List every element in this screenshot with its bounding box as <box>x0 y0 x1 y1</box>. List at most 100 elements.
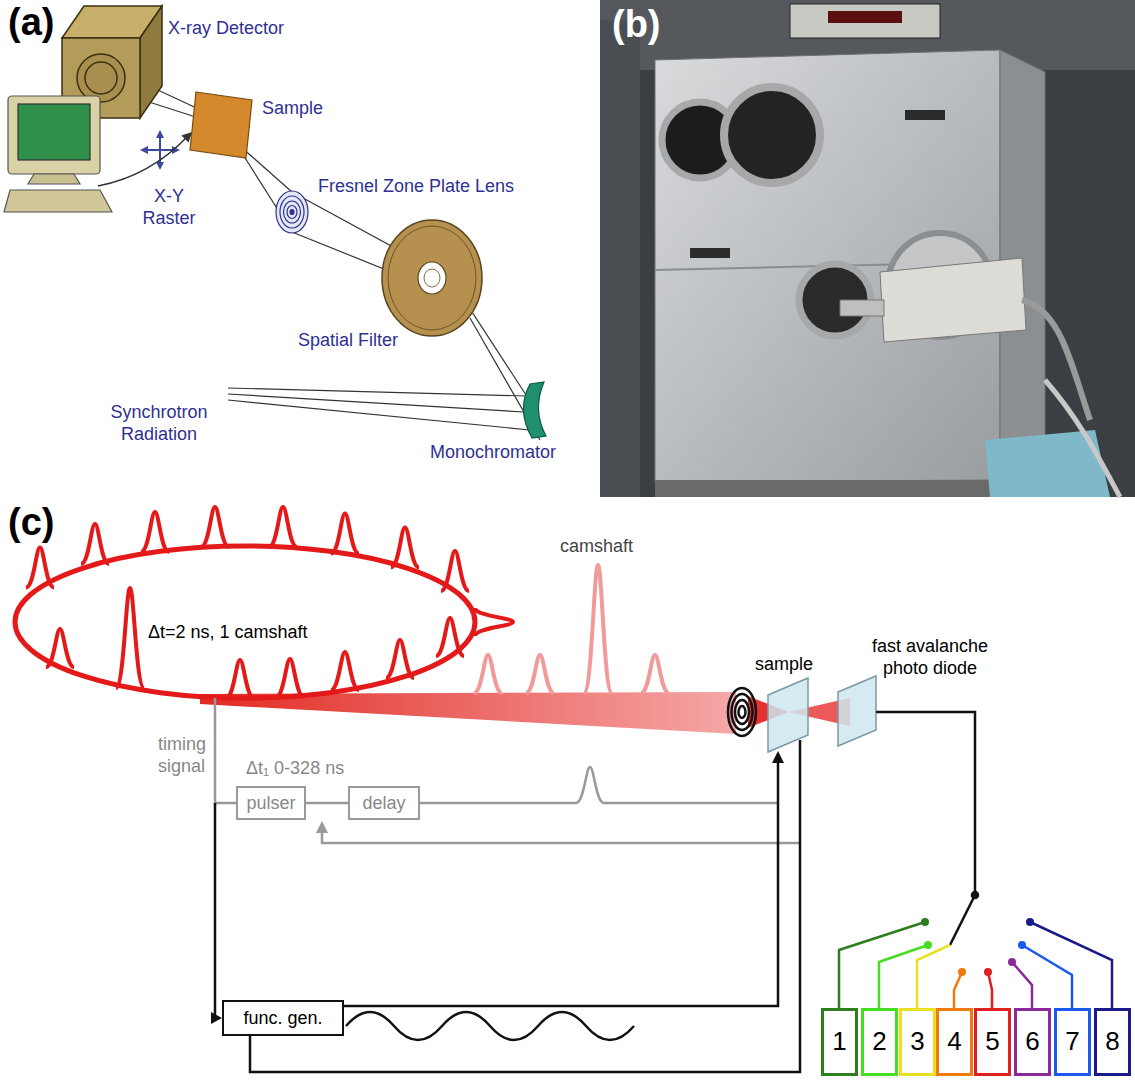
chamber-photo <box>724 87 820 183</box>
zone-plate <box>280 196 304 228</box>
computer <box>18 104 90 160</box>
switch-contacts <box>921 918 929 926</box>
beam-lines <box>115 70 540 440</box>
beam-lines <box>240 146 292 192</box>
channel-box: 2 <box>861 1008 898 1076</box>
monochromator-mirror <box>523 382 546 438</box>
part-label: fast avalanche photo diode <box>868 636 992 679</box>
storage-ring <box>15 546 475 698</box>
chamber-photo <box>655 480 1000 497</box>
pulse-note: Δt=2 ns, 1 camshaft <box>148 622 308 644</box>
pulse-label: camshaft <box>560 536 633 558</box>
chamber-photo <box>600 20 640 497</box>
beam-pulses <box>584 565 612 693</box>
delay-wire <box>322 833 800 843</box>
box-text: 3 <box>910 1027 924 1057</box>
channel-box: 6 <box>1014 1008 1051 1076</box>
box-text: 7 <box>1065 1027 1079 1057</box>
chamber-photo <box>828 11 902 23</box>
xy-arrows <box>156 162 164 170</box>
ring-pulses <box>46 629 74 667</box>
detector-wire <box>972 892 978 898</box>
zone-plate <box>732 694 753 730</box>
connector <box>306 802 348 805</box>
box-text: 2 <box>872 1027 886 1057</box>
chamber-photo <box>790 4 940 38</box>
sample-plate <box>768 678 808 752</box>
ring-pulses <box>386 640 414 678</box>
ring-pulses <box>201 507 229 547</box>
ring-pulses <box>436 618 464 656</box>
beam-lines <box>228 394 524 412</box>
zone-plate <box>728 688 756 736</box>
channel-wires <box>839 922 1112 1008</box>
panel-letter: (c) <box>8 500 54 546</box>
channel-wires <box>917 945 950 1008</box>
delay-range: Δt₁ 0-328 ns <box>246 758 344 780</box>
switch-contacts <box>1026 918 1034 926</box>
computer <box>4 190 112 212</box>
switch-contacts <box>1018 941 1026 949</box>
box-text: delay <box>362 793 405 814</box>
box-text: 1 <box>832 1027 846 1057</box>
ring-pulses <box>26 548 54 588</box>
box-text: 8 <box>1105 1027 1119 1057</box>
sample-square <box>190 92 252 158</box>
ring-pulses <box>269 507 297 547</box>
switch-contacts <box>924 941 932 949</box>
sample-plate <box>768 678 808 752</box>
timing-wire <box>215 698 236 803</box>
switch-contacts <box>921 918 1034 976</box>
channel-box: 5 <box>974 1008 1011 1076</box>
beam-pulses <box>526 655 554 693</box>
sample-square <box>190 92 252 158</box>
process-box: func. gen. <box>222 1000 344 1036</box>
part-label: Monochromator <box>430 442 556 464</box>
spatial-filter <box>388 226 476 330</box>
channel-wires <box>879 945 928 1008</box>
part-label: sample <box>755 654 813 676</box>
beam-pulses <box>474 655 502 693</box>
computer <box>28 174 80 184</box>
function-wire <box>344 762 778 1006</box>
ring-pulses <box>391 527 419 567</box>
raster-arrow <box>98 136 188 186</box>
part-label: X-ray Detector <box>168 18 284 40</box>
spatial-filter <box>424 269 440 287</box>
box-text: func. gen. <box>243 1008 322 1029</box>
computer <box>4 96 112 212</box>
ring-pulses <box>116 588 144 688</box>
beam-pulses <box>474 565 669 693</box>
zone-plate <box>735 700 749 724</box>
ring-pulses <box>81 524 109 564</box>
zone-plate <box>284 201 301 223</box>
zone-plate <box>287 206 297 219</box>
zone-plate <box>728 688 756 736</box>
zone-plate <box>290 210 294 215</box>
detector-cube <box>85 62 117 94</box>
ring-pulses <box>26 507 513 698</box>
channel-box: 3 <box>899 1008 936 1076</box>
xy-arrows <box>140 146 148 154</box>
channel-wires <box>1012 962 1032 1008</box>
channel-box: 1 <box>821 1008 858 1076</box>
part-label: Synchrotron Radiation <box>95 402 223 445</box>
channel-box: 4 <box>936 1008 973 1076</box>
switch-contacts <box>984 968 992 976</box>
channel-wires <box>954 972 962 1008</box>
chamber-photo <box>600 0 1135 497</box>
function-wire <box>346 1012 634 1040</box>
timing-wire <box>211 698 236 1024</box>
function-wire <box>772 751 784 763</box>
signal-label: timing signal <box>158 734 212 777</box>
spatial-filter <box>418 262 446 294</box>
computer <box>8 96 100 174</box>
channel-box: 7 <box>1054 1008 1091 1076</box>
channel-wires <box>839 922 925 1008</box>
beam-lines <box>228 388 526 396</box>
switch-contacts <box>958 968 966 976</box>
raster-arrow <box>98 132 192 186</box>
ring-pulses <box>331 652 359 690</box>
process-box: pulser <box>236 786 306 820</box>
